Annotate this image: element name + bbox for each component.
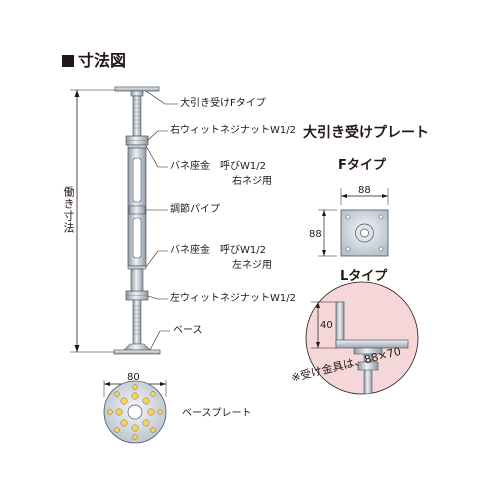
base-plate-top-view (103, 380, 167, 444)
receiving-plate-heading: 大引き受けプレート (303, 125, 429, 141)
callout-upper-spring-washer-line2: 右ネジ用 (232, 176, 272, 187)
base-plate-side (113, 349, 161, 355)
f-type-height-label: 88 (309, 229, 322, 240)
callout-lower-spring-washer-line1: バネ座金 呼びW1/2 (170, 245, 266, 256)
l-type-detail (305, 281, 419, 395)
working-dimension-label: 働き寸法 (62, 186, 75, 234)
base-plate-caption: ベースプレート (182, 408, 252, 419)
f-type-label: Fタイプ (338, 158, 386, 173)
callout-upper-nut: 右ウィットネジナットW1/2 (170, 125, 296, 136)
base-plate-width-label: 80 (127, 372, 140, 383)
leader-lines (145, 90, 178, 351)
upper-spring-washer (127, 144, 147, 149)
f-type-plate (318, 188, 389, 257)
l-type-height-label: 40 (320, 320, 333, 331)
lower-spring-washer (127, 265, 147, 270)
l-type-label: Lタイプ (340, 269, 388, 284)
callout-base: ベース (173, 325, 203, 336)
support-post (113, 86, 161, 355)
callout-top-plate: 大引き受けFタイプ (180, 98, 266, 109)
page-title: 寸法図 (78, 51, 127, 70)
callout-lower-nut: 左ウィットネジナットW1/2 (170, 293, 296, 304)
top-plate (114, 86, 160, 92)
f-type-width-label: 88 (358, 185, 371, 196)
title-row: 寸法図 (62, 52, 126, 70)
title-square-icon (62, 55, 74, 67)
callout-lower-spring-washer-line2: 左ネジ用 (232, 260, 272, 271)
callout-upper-spring-washer-line1: バネ座金 呼びW1/2 (170, 161, 266, 172)
callout-adjust-pipe: 調節パイプ (170, 204, 220, 215)
working-dimension-line (70, 89, 124, 353)
base-cone (123, 343, 151, 351)
